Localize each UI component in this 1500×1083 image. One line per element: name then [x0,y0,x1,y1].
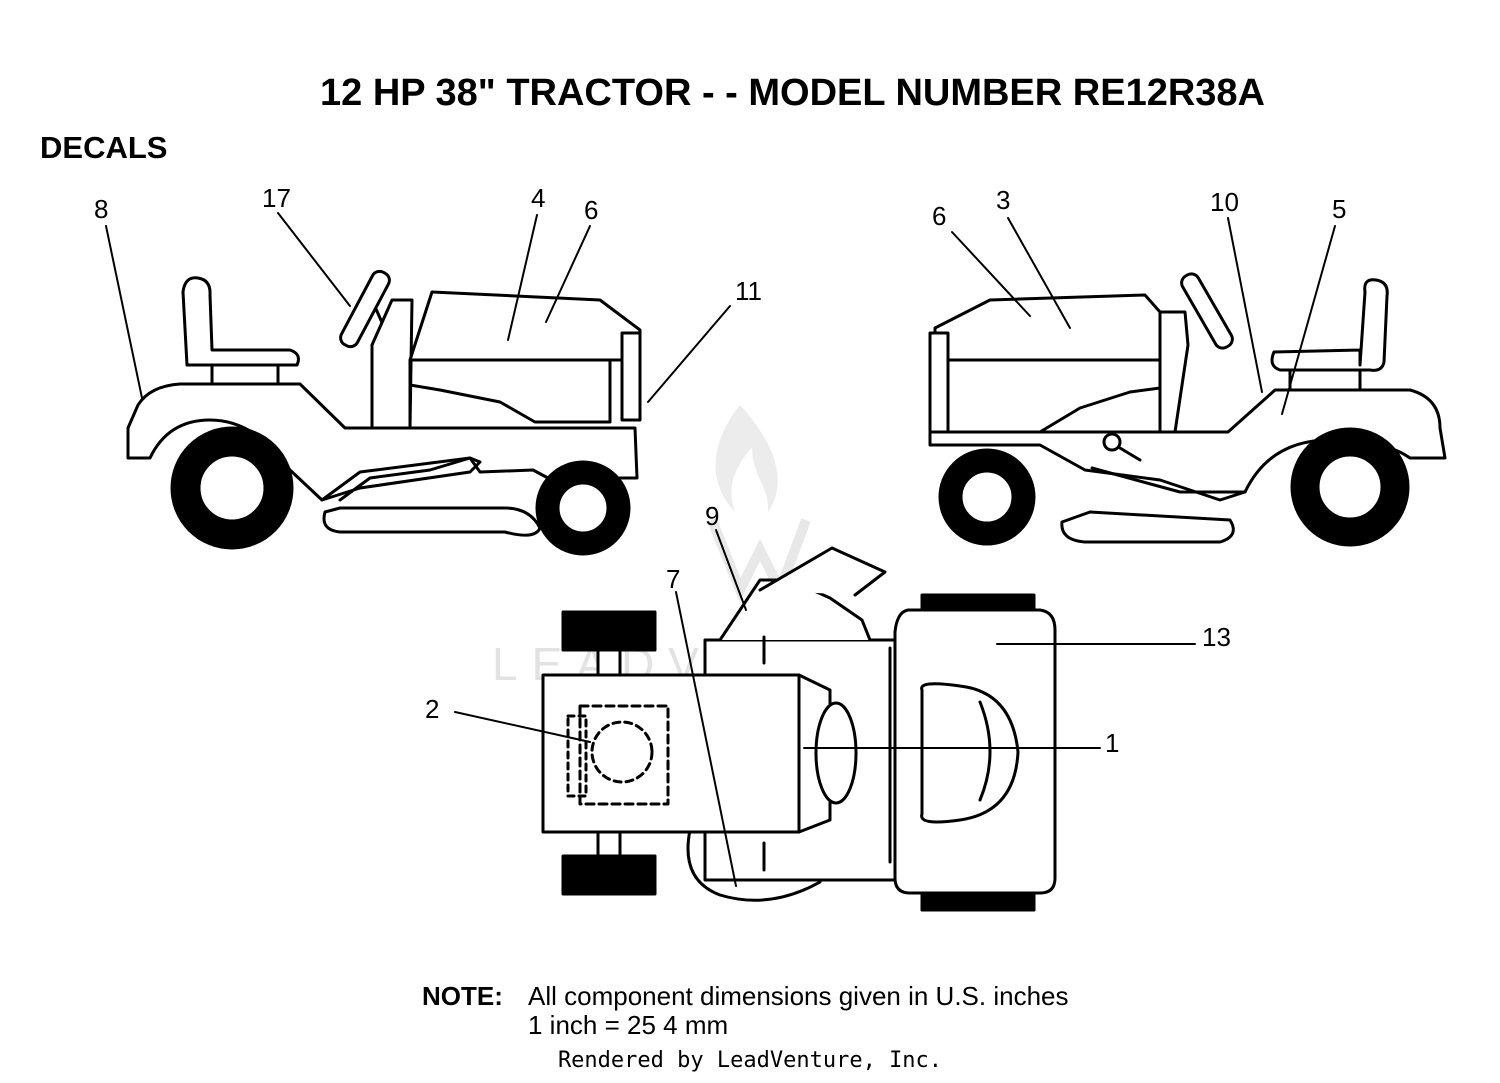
callout-6-right: 6 [932,201,946,231]
right-tractor-side-view [928,272,1447,547]
callout-3: 3 [996,185,1010,215]
callout-4: 4 [531,183,545,213]
left-tractor-side-view [126,269,642,556]
callout-17: 17 [262,183,291,213]
leader-lines [105,212,1336,887]
dimension-note: NOTE: All component dimensions given in U… [422,982,1069,1040]
note-line-2: 1 inch = 25 4 mm [528,1010,729,1040]
callout-5: 5 [1332,194,1346,224]
note-line-1: All component dimensions given in U.S. i… [528,981,1069,1011]
callout-11: 11 [735,276,762,306]
callout-8: 8 [94,194,108,224]
callout-2: 2 [425,694,439,724]
callout-1: 1 [1105,728,1119,758]
note-label: NOTE: [422,981,503,1011]
callout-13: 13 [1202,622,1231,652]
callout-labels: 8 17 4 6 11 6 3 10 5 9 7 13 2 1 [94,183,1346,758]
callout-6-left: 6 [584,195,598,225]
render-credit: Rendered by LeadVenture, Inc. [557,1048,943,1073]
callout-9: 9 [705,501,719,531]
page-title: 12 HP 38" TRACTOR - - MODEL NUMBER RE12R… [320,72,1265,114]
section-heading: DECALS [40,130,168,165]
callout-10: 10 [1210,187,1239,217]
callout-7: 7 [666,564,680,594]
tractor-top-view [541,546,1057,912]
